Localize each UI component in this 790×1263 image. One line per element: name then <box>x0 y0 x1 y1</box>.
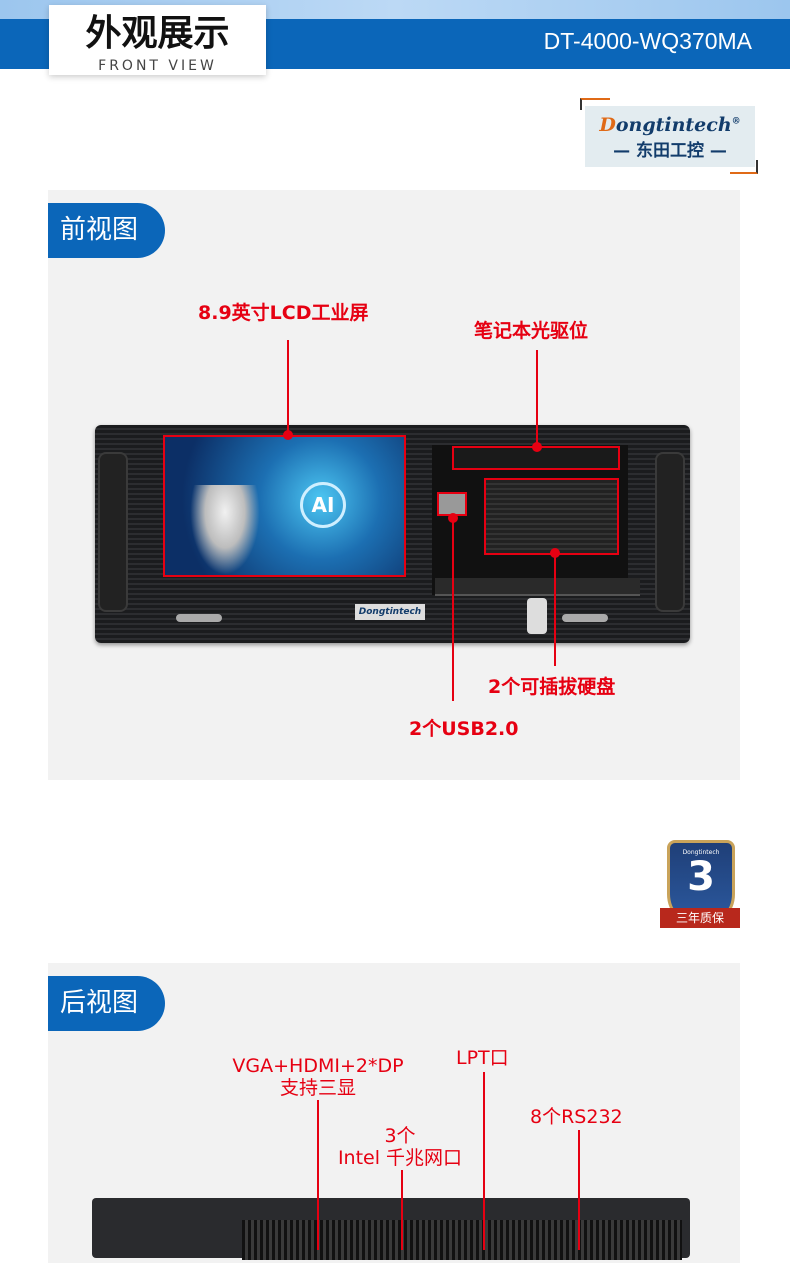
hdd-bays <box>484 478 619 555</box>
callout-dot <box>532 442 542 452</box>
rear-view-tag: 后视图 <box>48 976 165 1031</box>
ai-badge: AI <box>300 482 346 528</box>
callout-line <box>401 1170 403 1250</box>
logo-corner <box>580 98 610 110</box>
logo-registered: ® <box>731 116 741 127</box>
label-optical-drive: 笔记本光驱位 <box>474 320 589 342</box>
left-latch <box>176 614 222 622</box>
label-lpt: LPT口 <box>456 1047 509 1069</box>
section-title-card: 外观展示 FRONT VIEW <box>49 5 266 75</box>
left-handle <box>98 452 128 612</box>
label-rs232: 8个RS232 <box>530 1106 623 1128</box>
device-brand-plate: Dongtintech <box>355 604 425 620</box>
section-title: 外观展示 <box>85 13 230 54</box>
vent-mesh <box>242 1220 682 1260</box>
badge-number: 3 <box>687 854 715 900</box>
callout-line <box>554 553 556 666</box>
callout-dot <box>448 513 458 523</box>
callout-line <box>287 340 289 435</box>
logo-initial: D <box>599 114 616 136</box>
front-view-tag: 前视图 <box>48 203 165 258</box>
right-latch <box>562 614 608 622</box>
brand-logo: Dongtintech® — 东田工控 — <box>585 106 755 167</box>
section-subtitle: FRONT VIEW <box>98 58 217 74</box>
robot-image <box>190 485 260 575</box>
logo-corner <box>730 160 758 174</box>
logo-cn: — 东田工控 — <box>613 141 727 161</box>
label-lan-line2: Intel 千兆网口 <box>337 1147 463 1169</box>
callout-line <box>452 518 454 701</box>
front-door <box>435 578 640 596</box>
label-video-line2: 支持三显 <box>279 1077 356 1099</box>
callout-dot <box>283 430 293 440</box>
callout-line <box>317 1100 319 1250</box>
callout-line <box>483 1072 485 1250</box>
callout-line <box>578 1130 580 1250</box>
logo-text: ongtintech <box>615 114 732 136</box>
warranty-ribbon: 三年质保 <box>660 908 740 928</box>
label-lan-line1: 3个 <box>384 1125 416 1147</box>
label-video-line1: VGA+HDMI+2*DP <box>232 1055 404 1077</box>
key-lock <box>527 598 547 634</box>
label-usb: 2个USB2.0 <box>409 718 519 740</box>
label-hdd: 2个可插拔硬盘 <box>488 676 616 698</box>
callout-dot <box>550 548 560 558</box>
model-name: DT-4000-WQ370MA <box>543 28 752 54</box>
right-handle <box>655 452 685 612</box>
callout-line <box>536 350 538 446</box>
label-lcd: 8.9英寸LCD工业屏 <box>198 302 369 324</box>
rear-device <box>92 1198 690 1260</box>
badge-brand: Dongtintech <box>682 849 720 856</box>
